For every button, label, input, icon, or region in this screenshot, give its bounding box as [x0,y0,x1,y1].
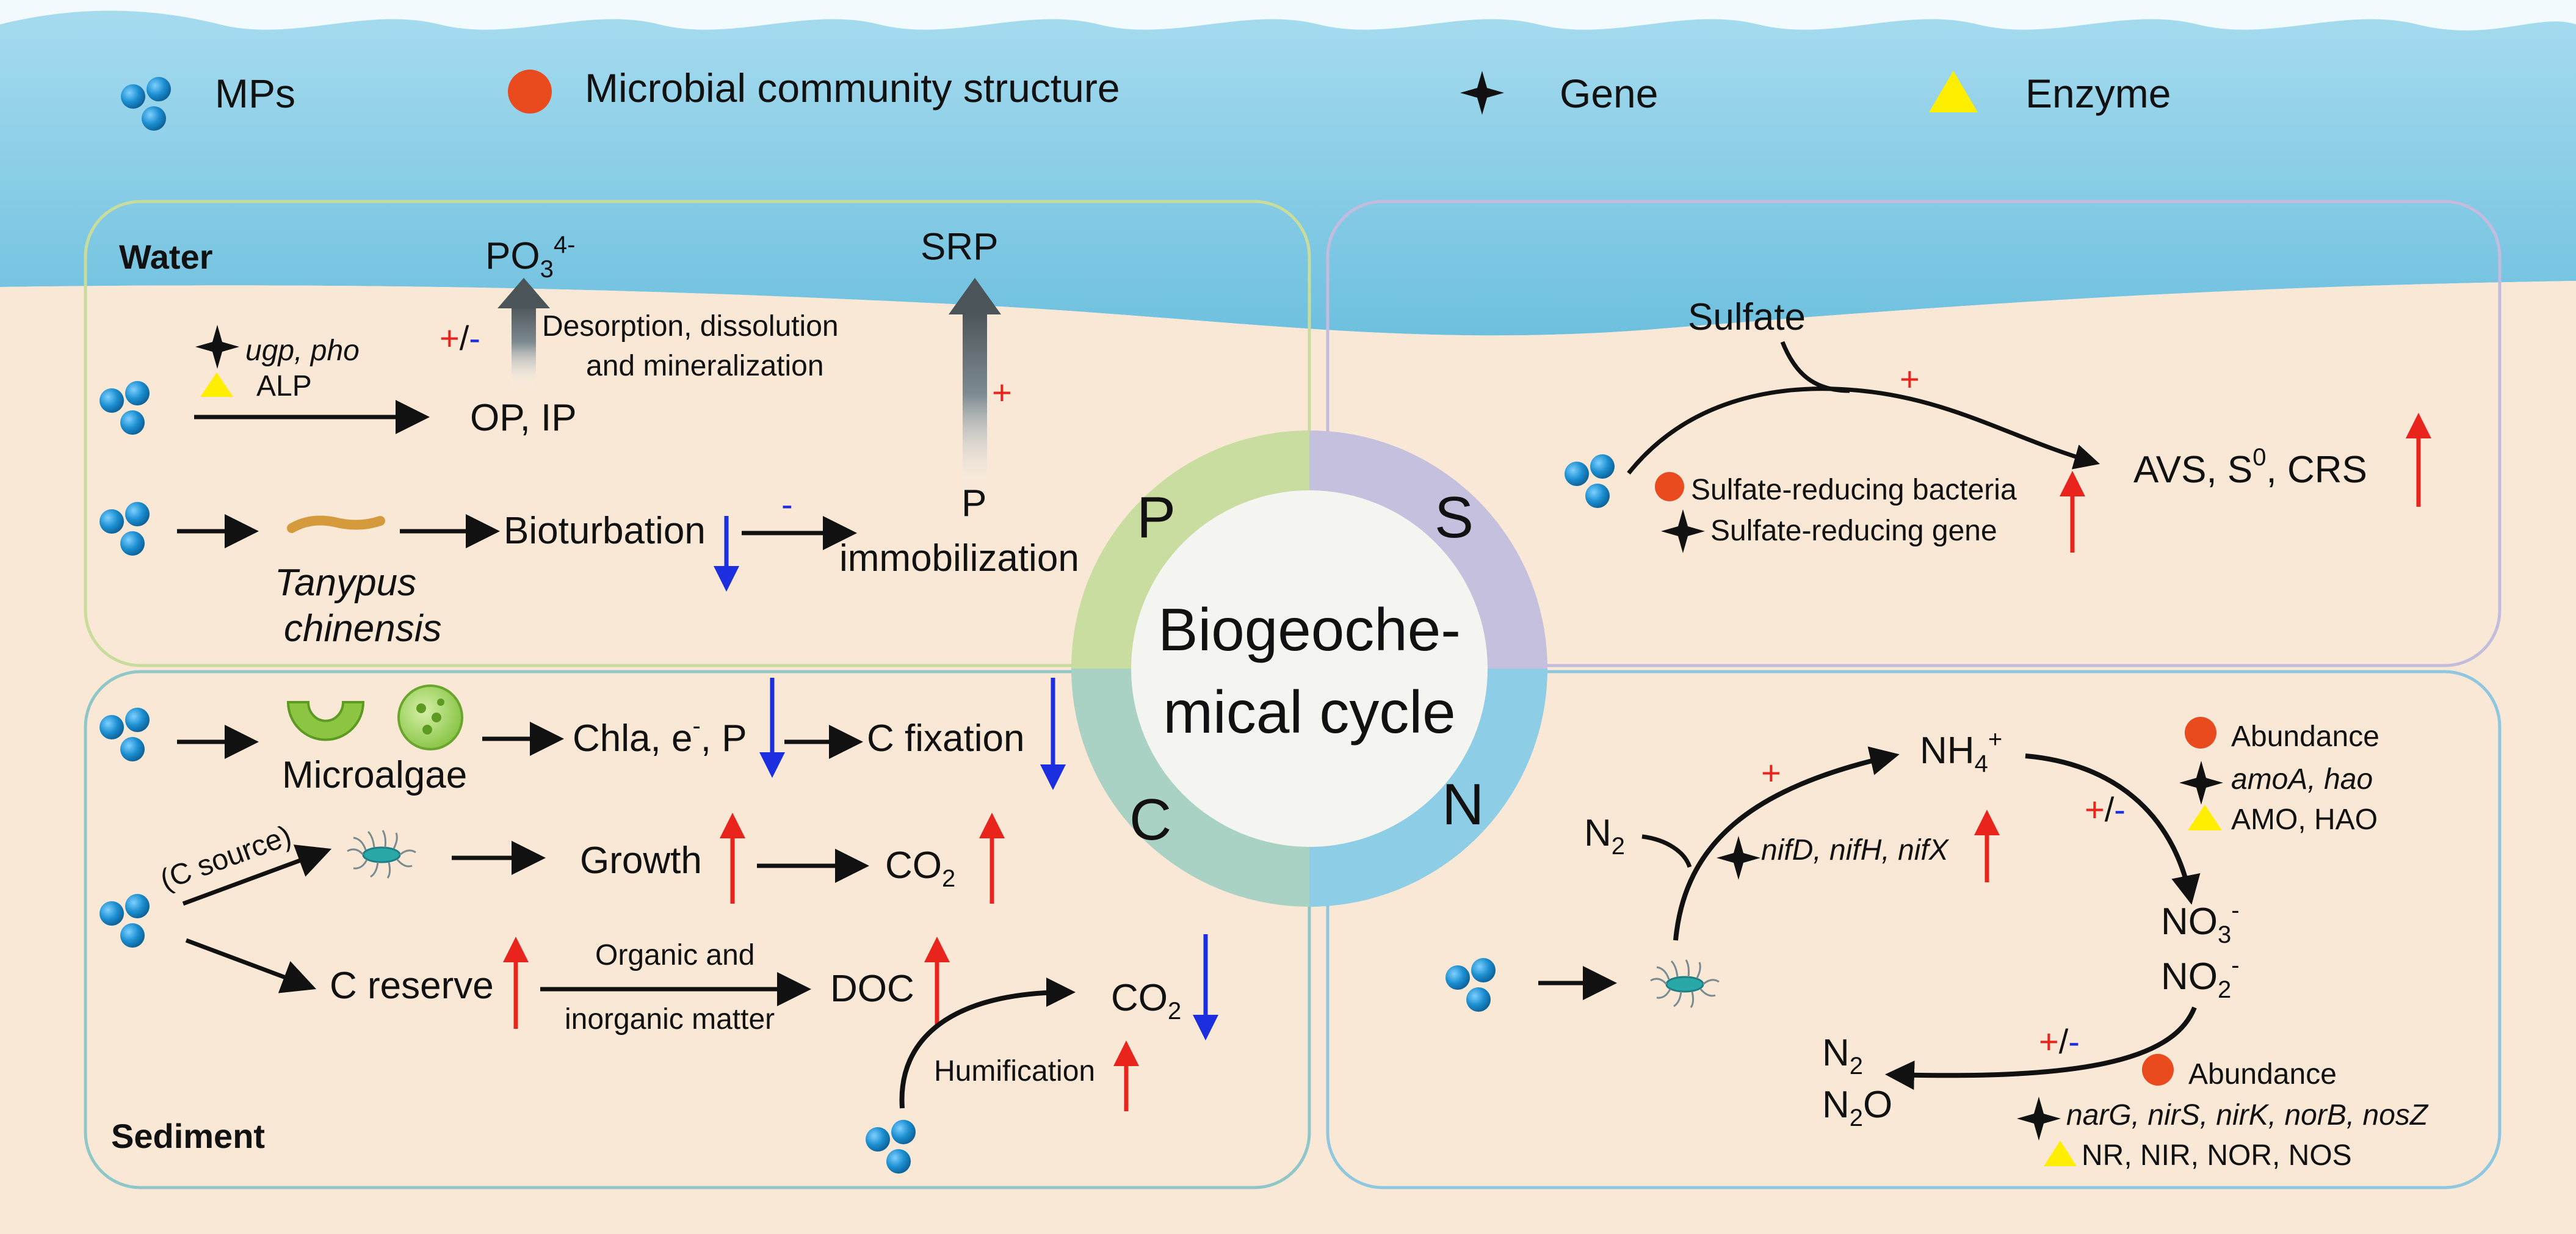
bioturbation-label: Bioturbation [504,510,706,552]
sulfate-label: Sulfate [1688,296,1806,338]
amo-enz-label: AMO, HAO [2231,804,2378,836]
microalgae-cell-icon [397,684,463,750]
panel-c [84,670,1311,1189]
sediment-label: Sediment [111,1117,265,1155]
plus-minus-nitr: +/- [2085,790,2126,829]
organic-line1: Organic and [595,939,755,971]
tanypus-line1: Tanypus [275,562,416,604]
ring-label-s: S [1435,485,1474,550]
srp-flux-arrow [963,311,987,495]
microbial-dot-icon [1655,472,1684,501]
center-title-line1: Biogeoche- [1158,596,1461,663]
enzyme-triangle-icon [2044,1141,2077,1166]
srp-plus-sign: + [992,373,1012,412]
enzyme-triangle-icon [1929,71,1978,112]
nh4-label: NH4+ [1920,726,2002,777]
center-ring: P S C N Biogeoche- mical cycle [1071,430,1547,907]
legend: MPs Microbial community structure Gene E… [121,65,2171,131]
bioturbation-minus-sign: - [781,485,793,523]
p-cycle: Water PO34- SRP ugp, pho ALP +/- Desorpt… [99,226,1079,650]
ring-label-c: C [1129,787,1171,852]
doc-label: DOC [830,968,914,1010]
denitrification-arrow [1885,1006,2197,1090]
microalgae-label: Microalgae [282,754,467,796]
organic-line2: inorganic matter [565,1003,775,1036]
nif-genes-label: nifD, nifH, nifX [1761,834,1950,866]
n-cycle: N2 + nifD, nifH, nifX NH4+ +/- Abundance… [1445,717,2429,1172]
n2o-label: N2O [1822,1084,1892,1131]
c-fixation-label: C fixation [867,717,1024,760]
enzyme-triangle-icon [200,372,233,397]
enzyme-triangle-icon [2188,805,2222,830]
p-immob-line2: immobilization [839,537,1079,579]
po3-flux-arrow [512,305,536,388]
growth-label: Growth [580,840,702,882]
surface-waves [0,0,2576,31]
p-genes-label: ugp, pho [245,335,360,367]
legend-microbial: Microbial community structure [585,65,1120,111]
plus-minus-denit: +/- [2039,1022,2080,1061]
op-ip-label: OP, IP [470,397,577,439]
srg-label: Sulfate-reducing gene [1710,515,1997,547]
no2-label: NO2- [2161,952,2240,1003]
nitrification-arrow [2025,753,2201,905]
arrow-mps-to-creserve [185,938,317,993]
srp-flux-arrowhead [949,278,1001,314]
microalgae-crescent-icon [286,701,365,741]
n2-denit-label: N2 [1822,1032,1863,1080]
amo-genes-label: amoA, hao [2231,763,2373,796]
legend-mps: MPs [215,71,295,116]
n2-fix-label: N2 [1584,812,1625,860]
n2-input-line [1641,834,1692,868]
ring-label-n: N [1442,772,1484,837]
c-reserve-label: C reserve [330,965,494,1007]
n-fixation-arrow [1673,746,1900,941]
desorption-line2: and mineralization [586,350,824,382]
panel-n [1326,670,2502,1189]
abundance-label-2: Abundance [2188,1058,2337,1091]
s-cycle: Sulfate + AVS, S0, CRS Sulfate-reducing … [1565,296,2431,553]
srb-label: Sulfate-reducing bacteria [1691,474,2017,506]
nfix-plus-sign: + [1761,753,1781,792]
arrow-mps-to-bacteria [182,844,332,906]
po3-flux-arrowhead [497,278,550,308]
microbial-dot-icon [2185,717,2216,749]
desorption-line1: Desorption, dissolution [542,310,839,343]
center-circle [1131,490,1488,847]
humification-arrow [899,978,1076,1109]
den-genes-label: narG, nirS, nirK, norB, nosZ [2066,1099,2429,1131]
legend-gene: Gene [1560,71,1658,116]
co2-humif-label: CO2 [1111,977,1181,1025]
water-label: Water [119,238,213,276]
p-immob-line1: P [961,482,986,524]
humification-label: Humification [934,1055,1095,1087]
water-band [0,0,2576,336]
po3-label: PO34- [485,231,575,283]
co2-label: CO2 [885,844,955,892]
center-title-line2: mical cycle [1163,678,1455,746]
srp-label: SRP [921,226,998,268]
sulfate-plus-sign: + [1900,360,1920,398]
alp-label: ALP [256,370,312,402]
plus-minus-op: +/- [440,319,480,357]
avs-label: AVS, S0, CRS [2133,444,2367,491]
microbial-dot-icon [2142,1054,2174,1086]
abundance-label-1: Abundance [2231,720,2379,753]
legend-enzyme: Enzyme [2025,71,2171,116]
microbial-dot-icon [508,70,552,114]
chla-label: Chla, e-, P [573,713,747,760]
no3-label: NO3- [2161,897,2240,948]
ring-label-p: P [1137,485,1176,550]
tanypus-larva-icon [287,515,385,533]
den-enz-label: NR, NIR, NOR, NOS [2082,1139,2352,1172]
tanypus-line2: chinensis [284,608,441,650]
sulfate-reduction-arrow [1627,387,2100,475]
